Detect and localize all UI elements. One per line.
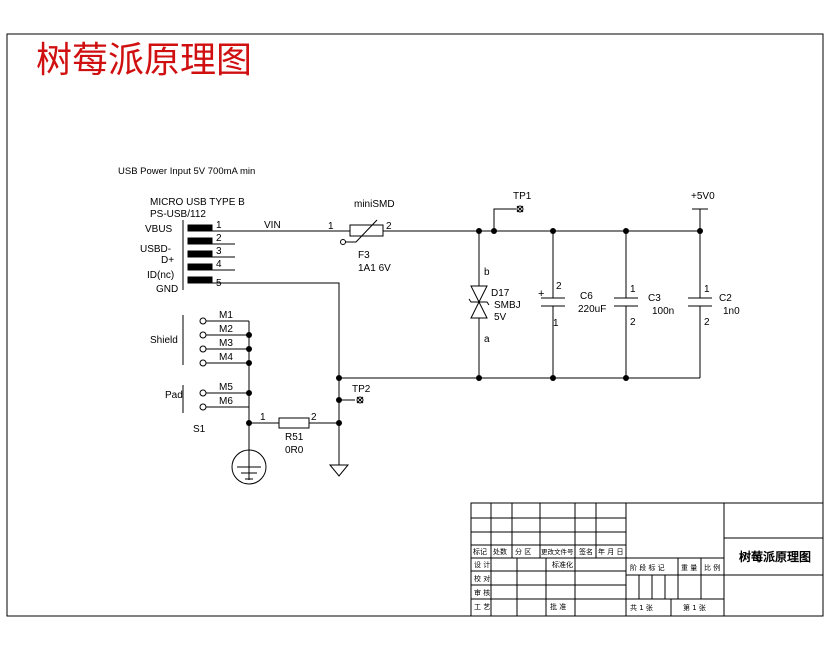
- power-label: +5V0: [691, 191, 715, 202]
- tp2-label: TP2: [352, 384, 371, 395]
- tvs-diode-d17: [468, 231, 490, 378]
- fuse-type: miniSMD: [354, 199, 395, 210]
- mount-pins: [182, 315, 250, 480]
- gnd-junctions: [336, 375, 629, 426]
- tb-sheet-no: 第 1 张: [683, 603, 706, 612]
- connector-name: MICRO USB TYPE B: [150, 197, 245, 208]
- tb-standardization: 标准化: [552, 560, 573, 569]
- pin-label-usbd: USBD-: [140, 244, 171, 255]
- pin-num-5: 5: [216, 278, 222, 289]
- r51-value: 0R0: [285, 445, 304, 456]
- tb-header-zone: 分 区: [515, 547, 531, 556]
- tb-drawing-name: 树莓派原理图: [739, 549, 811, 564]
- c3-value: 100n: [652, 306, 674, 317]
- mount-label-m1: M1: [219, 310, 233, 321]
- tb-row-review: 审 核: [474, 588, 490, 597]
- pin-label-dplus: D+: [161, 255, 174, 266]
- vin-label: VIN: [264, 220, 281, 231]
- pin-num-3: 3: [216, 246, 222, 257]
- c6-ref: C6: [580, 291, 593, 302]
- tb-row-design: 设 计: [474, 560, 490, 569]
- mount-label-m4: M4: [219, 352, 233, 363]
- c6-pin-bot: 1: [553, 318, 559, 329]
- tp2-marker: [356, 396, 364, 404]
- pin-num-4: 4: [216, 259, 222, 270]
- c6-pin-top: 2: [556, 281, 562, 292]
- capacitor-c3: [614, 231, 638, 378]
- power-input-heading: USB Power Input 5V 700mA min: [118, 166, 255, 177]
- tb-header-date: 年 月 日: [598, 547, 623, 556]
- capacitor-c2: [688, 231, 712, 378]
- tb-total-sheets: 共 1 张: [630, 603, 653, 612]
- power-5v0-symbol: [692, 208, 708, 231]
- connector-ref: S1: [193, 424, 206, 435]
- gnd-net: [235, 282, 700, 477]
- earth-ground-symbol: [231, 449, 267, 485]
- sheet-title: 树莓派原理图: [36, 40, 252, 81]
- fuse-f3: [340, 219, 384, 245]
- c2-value: 1n0: [723, 306, 740, 317]
- tb-header-docno: 更改文件号: [541, 547, 574, 556]
- fuse-pin1: 1: [328, 221, 334, 232]
- pin-label-vbus: VBUS: [145, 224, 173, 235]
- c3-pin-top: 1: [630, 284, 636, 295]
- diode-pin-b: b: [484, 267, 490, 278]
- title-block: [470, 502, 824, 617]
- tb-scale: 比 例: [704, 563, 720, 572]
- mount-label-m6: M6: [219, 396, 233, 407]
- resistor-r51: [249, 417, 339, 429]
- tb-header-sign: 签名: [579, 547, 593, 556]
- usb-connector: [182, 220, 235, 290]
- c3-pin-bot: 2: [630, 317, 636, 328]
- connector-part: PS-USB/112: [150, 209, 206, 220]
- r51-pin1: 1: [260, 412, 266, 423]
- tb-weight: 重 量: [681, 564, 697, 572]
- tp1-label: TP1: [513, 191, 532, 202]
- sheet-border: [6, 33, 824, 617]
- tb-row-check: 校 对: [474, 574, 490, 583]
- capacitor-c6: [541, 231, 565, 378]
- pad-label: Pad: [165, 390, 183, 401]
- fuse-ref: F3: [358, 250, 370, 261]
- mount-label-m2: M2: [219, 324, 233, 335]
- tb-header-count: 处数: [493, 547, 507, 556]
- c6-plus: +: [538, 288, 544, 300]
- c6-value: 220uF: [578, 304, 606, 315]
- pin-label-gnd: GND: [156, 284, 178, 295]
- r51-pin2: 2: [311, 412, 317, 423]
- c3-ref: C3: [648, 293, 661, 304]
- r51-ref: R51: [285, 432, 304, 443]
- diode-value: 5V: [494, 312, 507, 323]
- mount-label-m5: M5: [219, 382, 233, 393]
- tb-header-mark: 标记: [473, 547, 487, 556]
- tb-row-process: 工 艺: [474, 603, 490, 611]
- pin-num-2: 2: [216, 233, 222, 244]
- diode-pin-a: a: [484, 334, 490, 345]
- tb-approve: 批 准: [550, 602, 566, 611]
- diode-part: SMBJ: [494, 300, 521, 311]
- mount-label-m3: M3: [219, 338, 233, 349]
- c2-pin-bot: 2: [704, 317, 710, 328]
- tp1-marker: [493, 205, 524, 231]
- pin-label-id: ID(nc): [147, 270, 174, 281]
- tb-stage-mark: 阶 段 标 记: [630, 563, 665, 572]
- shield-label: Shield: [150, 335, 178, 346]
- pin-num-1: 1: [216, 220, 222, 231]
- fuse-value: 1A1 6V: [358, 263, 391, 274]
- fuse-pin2: 2: [386, 221, 392, 232]
- c2-ref: C2: [719, 293, 732, 304]
- c2-pin-top: 1: [704, 284, 710, 295]
- diode-ref: D17: [491, 288, 510, 299]
